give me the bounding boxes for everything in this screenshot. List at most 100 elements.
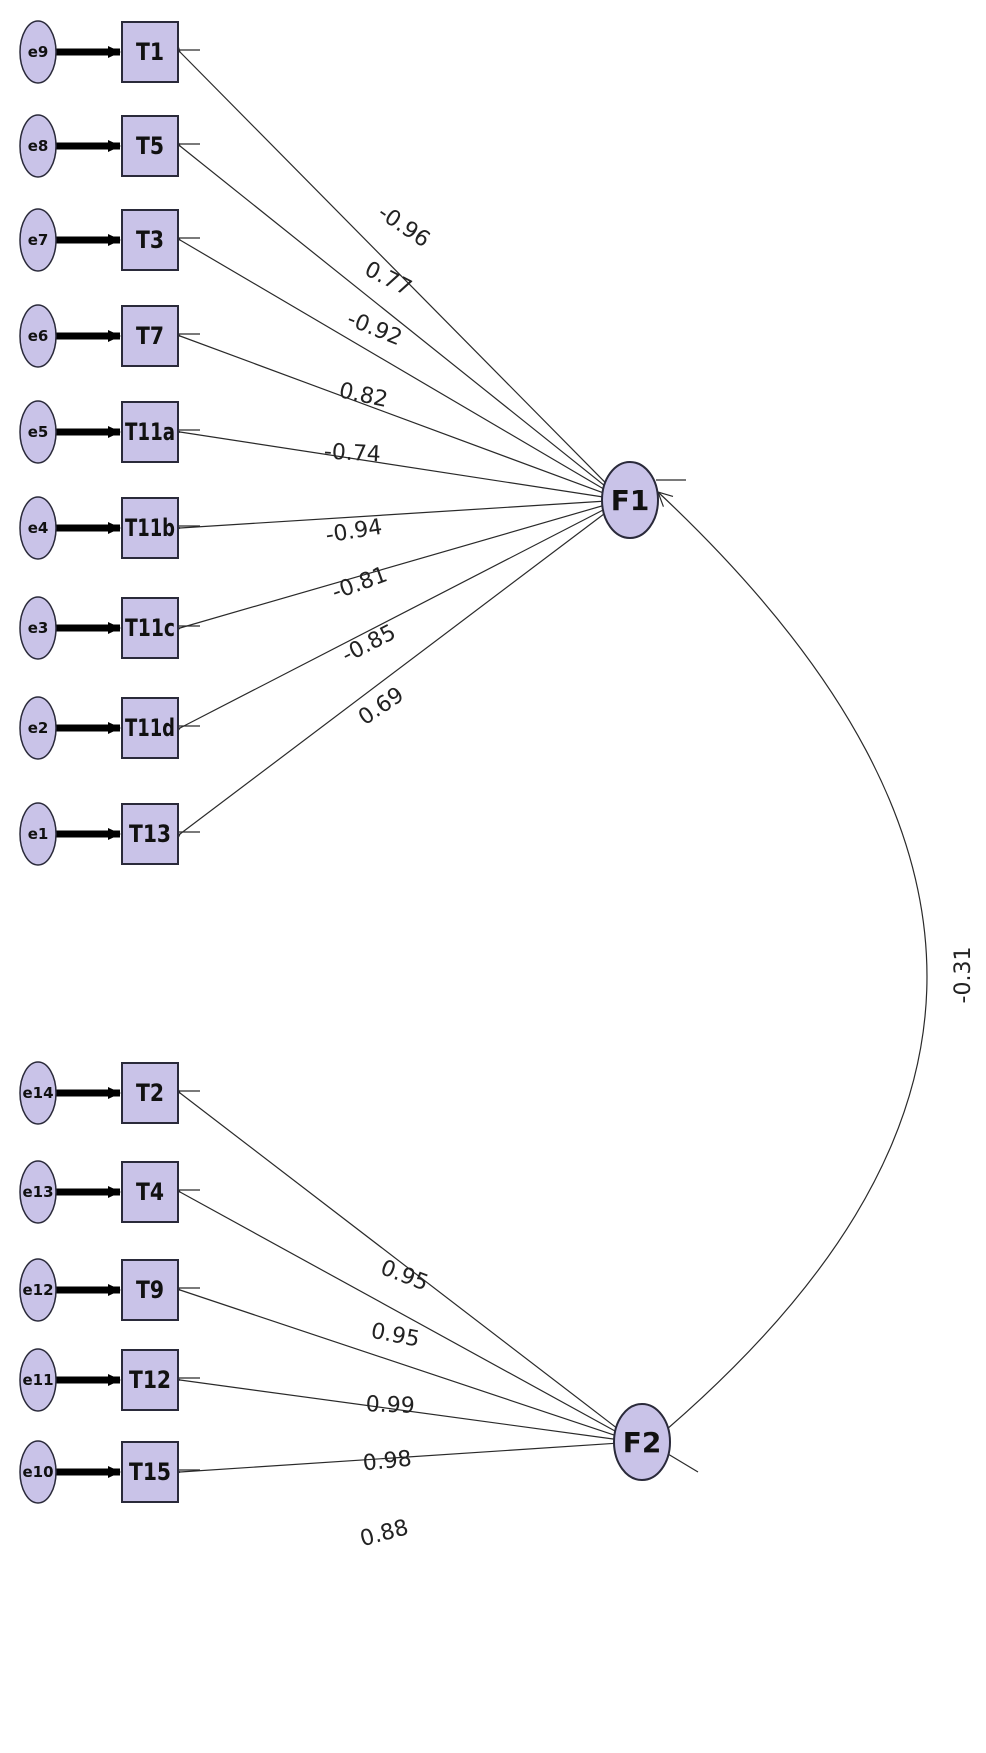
error-ellipse xyxy=(19,208,57,272)
error-label: e5 xyxy=(28,423,49,441)
error-ellipse xyxy=(19,400,57,464)
indicator-node: T7 xyxy=(121,305,179,367)
loading-path xyxy=(180,240,606,491)
error-ellipse xyxy=(19,596,57,660)
error-label: e14 xyxy=(22,1084,53,1102)
loading-labels: -0.960.77 -0.92 0.82 -0.74 -0.94 -0.81 -0.85 0.… xyxy=(323,200,976,1552)
indicator-node: T13 xyxy=(121,803,179,865)
loading-path xyxy=(180,336,606,495)
indicator-label: T5 xyxy=(136,132,164,160)
indicator-label: T15 xyxy=(129,1458,171,1486)
loading-value: 0.69 xyxy=(354,683,409,731)
indicator-label: T11c xyxy=(125,614,175,642)
indicator-box xyxy=(121,697,179,759)
indicator-box xyxy=(121,803,179,865)
loading-path xyxy=(180,504,605,628)
indicator-box xyxy=(121,597,179,659)
indicator-node: T12 xyxy=(121,1349,179,1411)
indicator-node: T3 xyxy=(121,209,179,271)
correlation-curve xyxy=(658,492,928,1430)
factor-node: F1 xyxy=(601,461,686,539)
error-label: e7 xyxy=(28,231,49,249)
indicator-box xyxy=(121,1161,179,1223)
indicator-box xyxy=(121,209,179,271)
error-label: e4 xyxy=(28,519,49,537)
loading-path xyxy=(180,146,606,487)
error-label: e6 xyxy=(28,327,49,345)
indicator-box xyxy=(121,497,179,559)
error-node: e12 xyxy=(19,1258,57,1322)
loading-value: 0.95 xyxy=(377,1255,432,1296)
indicator-box xyxy=(121,1349,179,1411)
error-ellipse xyxy=(19,1440,57,1504)
error-label: e2 xyxy=(28,719,49,737)
correlation-value: -0.31 xyxy=(951,947,976,1004)
indicator-node: T11d xyxy=(121,697,179,759)
error-ellipse xyxy=(19,1348,57,1412)
error-label: e12 xyxy=(22,1281,53,1299)
error-ellipse xyxy=(19,1160,57,1224)
loading-path xyxy=(180,500,605,528)
error-node: e9 xyxy=(19,20,57,84)
error-label: e11 xyxy=(22,1371,53,1389)
error-label: e9 xyxy=(28,43,49,61)
error-node: e1 xyxy=(19,802,57,866)
nodes: e9 T1 e8 T5 e7 T3 e6 T7 e5 T11a e4 T11b e3 T11c e2 T11d… xyxy=(19,20,699,1504)
loading-value: 0.77 xyxy=(360,257,415,302)
indicator-node: T5 xyxy=(121,115,179,177)
error-node: e3 xyxy=(19,596,57,660)
loading-value: 0.82 xyxy=(337,378,390,413)
indicator-box xyxy=(121,115,179,177)
loading-path xyxy=(180,1442,617,1472)
indicator-node: T2 xyxy=(121,1062,179,1124)
loading-path xyxy=(180,1093,618,1429)
error-label: e13 xyxy=(22,1183,53,1201)
error-node: e6 xyxy=(19,304,57,368)
loading-path xyxy=(180,1192,618,1433)
indicator-node: T4 xyxy=(121,1161,179,1223)
error-label: e1 xyxy=(28,825,49,843)
error-ellipse xyxy=(19,696,57,760)
loading-path xyxy=(180,512,606,834)
factor-label: F2 xyxy=(623,1426,662,1459)
error-node: e4 xyxy=(19,496,57,560)
loading-value: -0.81 xyxy=(329,562,391,605)
indicator-node: T11b xyxy=(121,497,179,559)
loading-path xyxy=(180,52,606,483)
error-node: e5 xyxy=(19,400,57,464)
error-label: e8 xyxy=(28,137,49,155)
error-ellipse xyxy=(19,1258,57,1322)
indicator-label: T1 xyxy=(136,38,164,66)
indicator-label: T3 xyxy=(136,226,164,254)
loading-path xyxy=(180,1380,617,1441)
error-ellipse xyxy=(19,802,57,866)
indicator-box xyxy=(121,1259,179,1321)
loading-value: -0.94 xyxy=(324,515,384,549)
error-node: e14 xyxy=(19,1061,57,1125)
factor-node: F2 xyxy=(613,1403,699,1481)
factor-ellipse xyxy=(601,461,659,539)
indicator-label: T9 xyxy=(136,1276,164,1304)
loading-value: -0.92 xyxy=(343,307,405,352)
indicator-label: T12 xyxy=(129,1366,171,1394)
error-node: e10 xyxy=(19,1440,57,1504)
indicator-box xyxy=(121,305,179,367)
indicator-node: T11a xyxy=(121,401,179,463)
factor-ellipse xyxy=(613,1403,671,1481)
loading-paths xyxy=(56,50,618,1472)
loading-value: 0.95 xyxy=(369,1319,422,1353)
error-node: e8 xyxy=(19,114,57,178)
indicator-label: T4 xyxy=(136,1178,164,1206)
loading-value: -0.74 xyxy=(323,440,381,468)
indicator-node: T11c xyxy=(121,597,179,659)
factor-correlation xyxy=(658,492,928,1430)
loading-path xyxy=(180,1290,617,1437)
indicator-label: T2 xyxy=(136,1079,164,1107)
error-ellipse xyxy=(19,114,57,178)
indicator-node: T1 xyxy=(121,21,179,83)
loading-value: -0.85 xyxy=(338,620,400,668)
loading-value: -0.96 xyxy=(373,200,434,253)
indicator-box xyxy=(121,401,179,463)
loading-value: 0.88 xyxy=(357,1515,411,1552)
